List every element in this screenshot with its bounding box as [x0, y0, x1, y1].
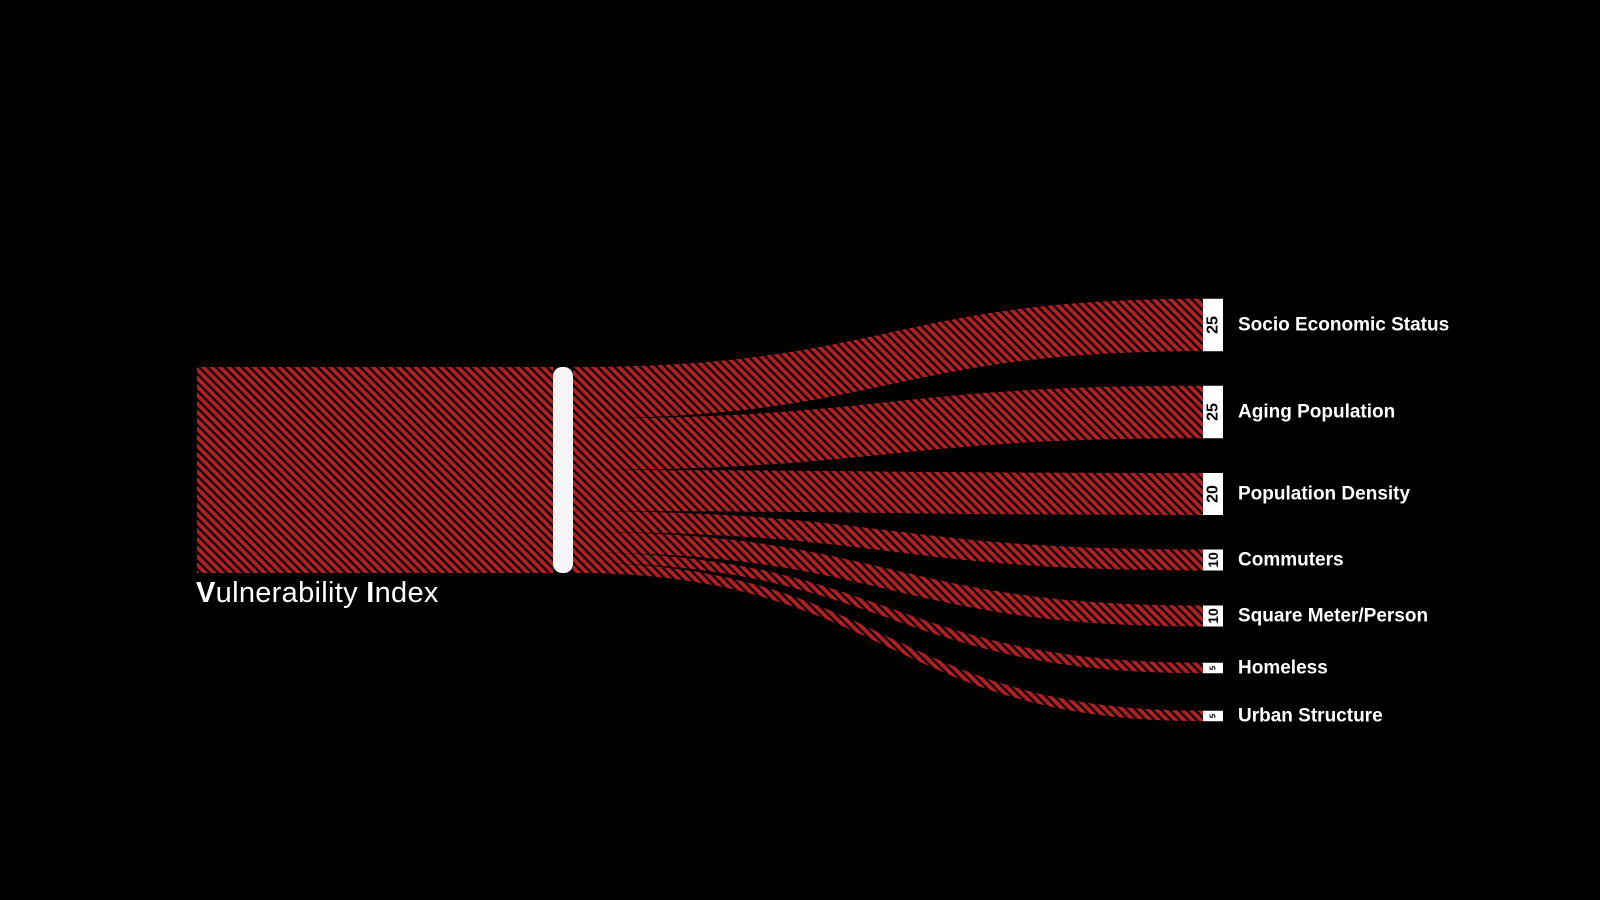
value-box-homeless [1203, 662, 1223, 674]
flow-homeless [573, 552, 1203, 674]
flow-commuters [573, 511, 1203, 571]
value-box-population-density [1203, 473, 1223, 515]
value-label-commuters: 10 [1205, 552, 1221, 568]
source-title-rest-v: ulnerability [215, 577, 367, 609]
value-label-population-density: 20 [1205, 485, 1222, 503]
value-label-aging-population: 25 [1205, 403, 1222, 421]
target-label-homeless: Homeless [1238, 658, 1328, 679]
value-label-urban-structure: 5 [1209, 713, 1218, 718]
flow-urban-structure [573, 562, 1203, 722]
value-box-square-meter-person [1203, 605, 1223, 627]
flow-socio-economic-status [573, 298, 1203, 419]
source-title-initial-v: V [196, 577, 216, 609]
value-box-commuters [1203, 549, 1223, 571]
flow-population-density [573, 470, 1203, 515]
flow-layer [573, 298, 1203, 722]
value-label-homeless: 5 [1209, 665, 1218, 670]
value-box-urban-structure [1203, 710, 1223, 722]
target-label-socio-economic-status: Socio Economic Status [1238, 315, 1449, 336]
target-label-population-density: Population Density [1238, 484, 1411, 505]
flow-square-meter-person [573, 531, 1203, 627]
node-layer [197, 298, 1223, 722]
source-node-label: Vulnerability Index [196, 577, 439, 610]
source-node-bar [553, 367, 573, 573]
target-label-aging-population: Aging Population [1238, 402, 1395, 423]
source-title-rest-i: ndex [374, 577, 439, 609]
value-label-socio-economic-status: 25 [1205, 316, 1222, 334]
source-flow-block [197, 367, 553, 573]
value-label-square-meter-person: 10 [1205, 608, 1221, 624]
value-box-socio-economic-status [1203, 298, 1223, 352]
target-label-urban-structure: Urban Structure [1238, 706, 1383, 727]
target-label-square-meter-person: Square Meter/Person [1238, 606, 1428, 627]
flow-aging-population [573, 385, 1203, 470]
value-box-aging-population [1203, 385, 1223, 439]
target-label-commuters: Commuters [1238, 550, 1344, 571]
source-title-initial-i: I [366, 577, 375, 609]
